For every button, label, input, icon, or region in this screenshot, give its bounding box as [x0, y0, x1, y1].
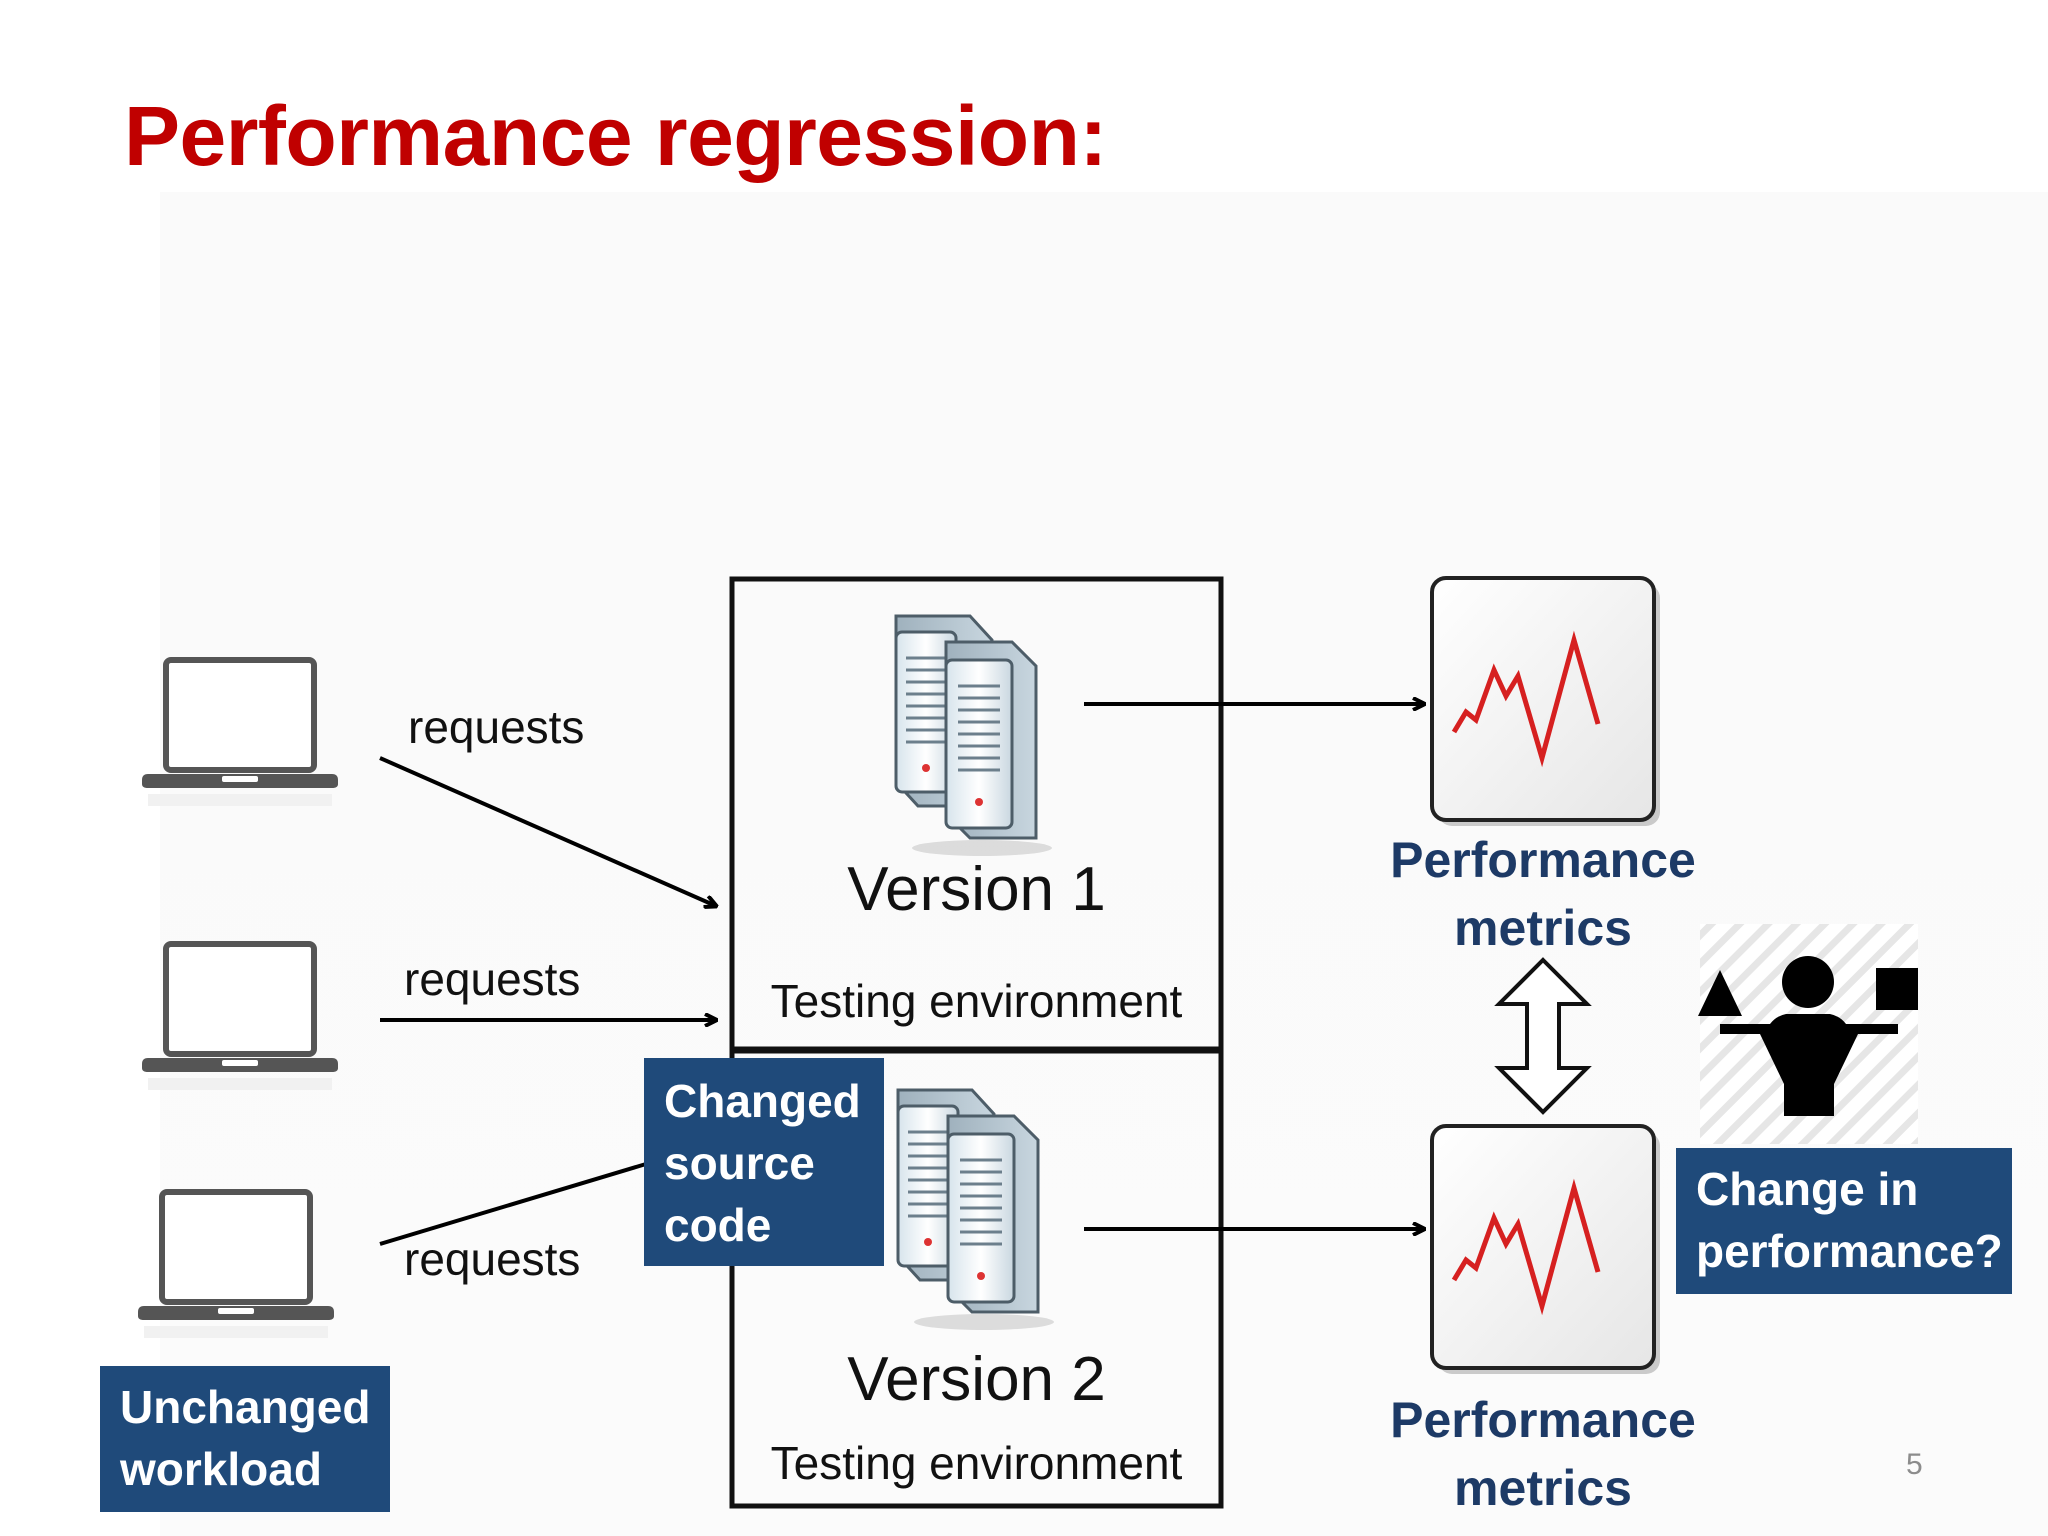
laptop-icon [138, 1192, 334, 1338]
request-label: requests [404, 1233, 581, 1285]
change-in-performance-callout: Change in performance? [1676, 1148, 2012, 1294]
double-arrow-icon [1494, 957, 1592, 1115]
slide-title: Performance regression: [124, 89, 1107, 183]
server-icon [896, 1088, 1056, 1332]
request-label: requests [408, 701, 585, 753]
server-icon [894, 614, 1054, 858]
line-graph-icon [1432, 578, 1660, 826]
version2-box [729, 1048, 1224, 1509]
version1-environment: Testing environment [770, 975, 1183, 1027]
page-number: 5 [1906, 1448, 1923, 1481]
balance-person-icon [1698, 924, 1918, 1144]
changed-source-code-callout: Changed source code [644, 1058, 884, 1266]
laptop-icon [142, 944, 338, 1090]
line-graph-icon [1432, 1126, 1660, 1374]
laptop-icon [142, 660, 338, 806]
request-arrow [379, 756, 716, 906]
request-label: requests [404, 953, 581, 1005]
version2-label: Version 2 [847, 1345, 1106, 1414]
version2-environment: Testing environment [770, 1437, 1183, 1489]
metrics-label-top: Performance metrics [1390, 832, 1696, 956]
version1-label: Version 1 [847, 855, 1106, 924]
request-arrow [379, 1162, 647, 1246]
metrics-label-bottom: Performance metrics [1390, 1392, 1696, 1516]
diagram-panel [160, 192, 2048, 1536]
unchanged-workload-callout: Unchanged workload [100, 1366, 390, 1512]
